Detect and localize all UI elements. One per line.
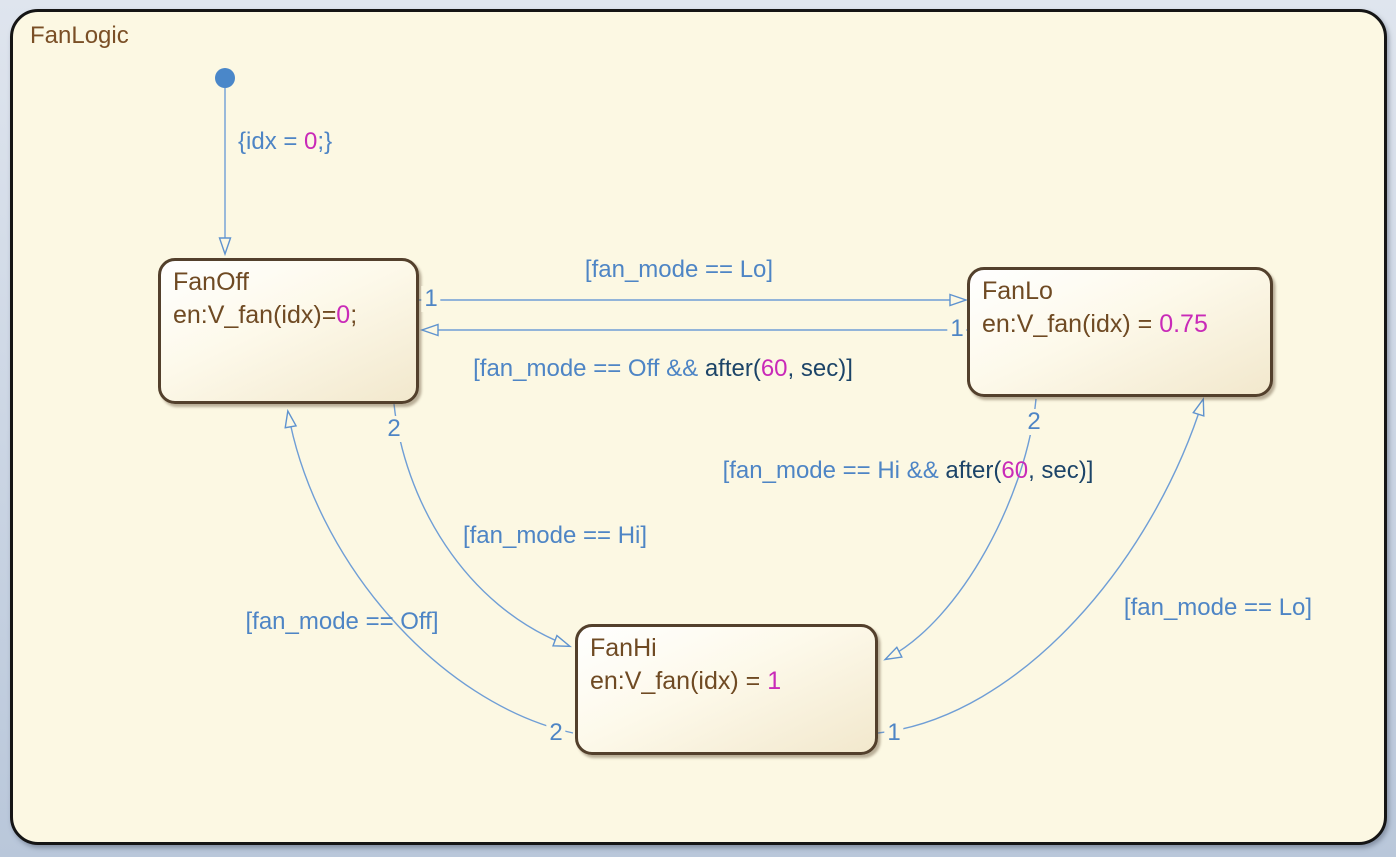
transition-lo-to-hi-label[interactable]: [fan_mode == Hi && after(60, sec)] — [722, 457, 1094, 484]
state-fanlo-name: FanLo — [982, 277, 1053, 305]
order-badge-hi-to-off: 2 — [546, 720, 566, 746]
order-badge-off-to-lo: 1 — [421, 286, 441, 312]
transition-off-to-lo-label[interactable]: [fan_mode == Lo] — [584, 256, 774, 283]
initial-state-dot[interactable] — [215, 68, 235, 88]
transition-hi-to-off-line[interactable] — [284, 408, 574, 734]
transition-hi-to-off-label[interactable]: [fan_mode == Off] — [245, 608, 439, 635]
state-fanlo[interactable]: FanLo en:V_fan(idx) = 0.75 — [967, 267, 1273, 397]
transition-off-to-hi-label[interactable]: [fan_mode == Hi] — [462, 522, 648, 549]
order-badge-lo-to-off: 1 — [947, 316, 967, 342]
default-transition-label[interactable]: {idx = 0;} — [238, 128, 333, 155]
state-fanhi[interactable]: FanHi en:V_fan(idx) = 1 — [575, 624, 878, 755]
state-fanoff-entry: en:V_fan(idx)=0; — [173, 301, 358, 329]
state-fanlo-entry: en:V_fan(idx) = 0.75 — [982, 310, 1208, 338]
state-fanoff[interactable]: FanOff en:V_fan(idx)=0; — [158, 258, 419, 404]
state-fanhi-name: FanHi — [590, 634, 657, 662]
chart-title: FanLogic — [30, 22, 129, 49]
order-badge-lo-to-hi: 2 — [1024, 409, 1044, 435]
order-badge-off-to-hi: 2 — [384, 416, 404, 442]
state-fanhi-entry: en:V_fan(idx) = 1 — [590, 667, 782, 695]
transition-lo-to-off-label[interactable]: [fan_mode == Off && after(60, sec)] — [473, 355, 853, 382]
transition-lo-to-hi-line[interactable] — [883, 398, 1037, 661]
transition-hi-to-lo-line[interactable] — [877, 396, 1205, 734]
order-badge-hi-to-lo: 1 — [884, 720, 904, 746]
state-fanoff-name: FanOff — [173, 268, 249, 296]
transition-hi-to-lo-label[interactable]: [fan_mode == Lo] — [1123, 594, 1313, 621]
